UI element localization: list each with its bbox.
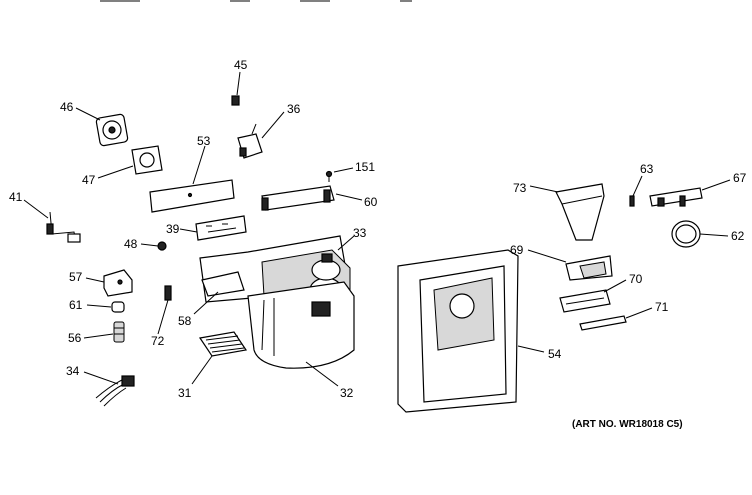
label-47: 47	[82, 173, 96, 187]
label-69: 69	[510, 243, 524, 257]
part-34-harness: 34	[66, 364, 135, 407]
label-34: 34	[66, 364, 80, 378]
label-32: 32	[340, 386, 354, 400]
art-number-note: (ART NO. WR18018 C5)	[572, 419, 683, 430]
part-31-grille: 31	[178, 331, 248, 400]
label-39: 39	[166, 222, 180, 236]
label-70: 70	[629, 272, 643, 286]
label-56: 56	[68, 331, 82, 345]
part-69-flap: 69	[510, 243, 613, 281]
part-45-clip: 45	[231, 58, 248, 106]
label-60: 60	[364, 195, 378, 209]
part-57-cap: 57	[69, 269, 133, 297]
part-56-connector: 56	[68, 321, 125, 345]
part-72-spring: 72	[151, 285, 172, 348]
label-62: 62	[731, 229, 745, 243]
label-45: 45	[234, 58, 248, 72]
part-39-board: 39	[166, 215, 247, 241]
part-32-33-housing: 33 32	[199, 226, 367, 400]
label-63: 63	[640, 162, 654, 176]
part-54-frame: 54	[397, 249, 562, 413]
label-48: 48	[124, 237, 138, 251]
label-72: 72	[151, 334, 165, 348]
part-62-ring: 62	[671, 220, 745, 248]
label-36: 36	[287, 102, 301, 116]
part-67-lever: 67	[649, 171, 747, 207]
label-53: 53	[197, 134, 211, 148]
label-57: 57	[69, 270, 83, 284]
label-33: 33	[353, 226, 367, 240]
label-46: 46	[60, 100, 74, 114]
label-67: 67	[733, 171, 747, 185]
part-47-bracket: 47	[82, 145, 163, 187]
part-61-coupling: 61	[69, 298, 125, 313]
part-60-cover: 60	[261, 185, 378, 211]
label-31: 31	[178, 386, 192, 400]
part-48-nut: 48	[124, 237, 167, 251]
part-151-screw: 151	[325, 160, 375, 182]
label-54: 54	[548, 347, 562, 361]
label-61: 61	[69, 298, 83, 312]
part-71-rod: 71	[579, 300, 669, 331]
label-41: 41	[9, 190, 23, 204]
part-53-plate: 53	[149, 134, 235, 213]
part-41-lever: 41	[9, 190, 81, 243]
part-58-bracket: 58	[178, 271, 245, 328]
part-36-switch: 36	[237, 102, 301, 159]
label-73: 73	[513, 181, 527, 195]
part-46-knob: 46	[60, 100, 129, 147]
label-58: 58	[178, 314, 192, 328]
label-71: 71	[655, 300, 669, 314]
part-73-chute: 73	[513, 181, 605, 241]
part-70-actuator: 70	[559, 272, 643, 313]
label-151: 151	[355, 160, 375, 174]
part-63-pin: 63	[629, 162, 654, 207]
